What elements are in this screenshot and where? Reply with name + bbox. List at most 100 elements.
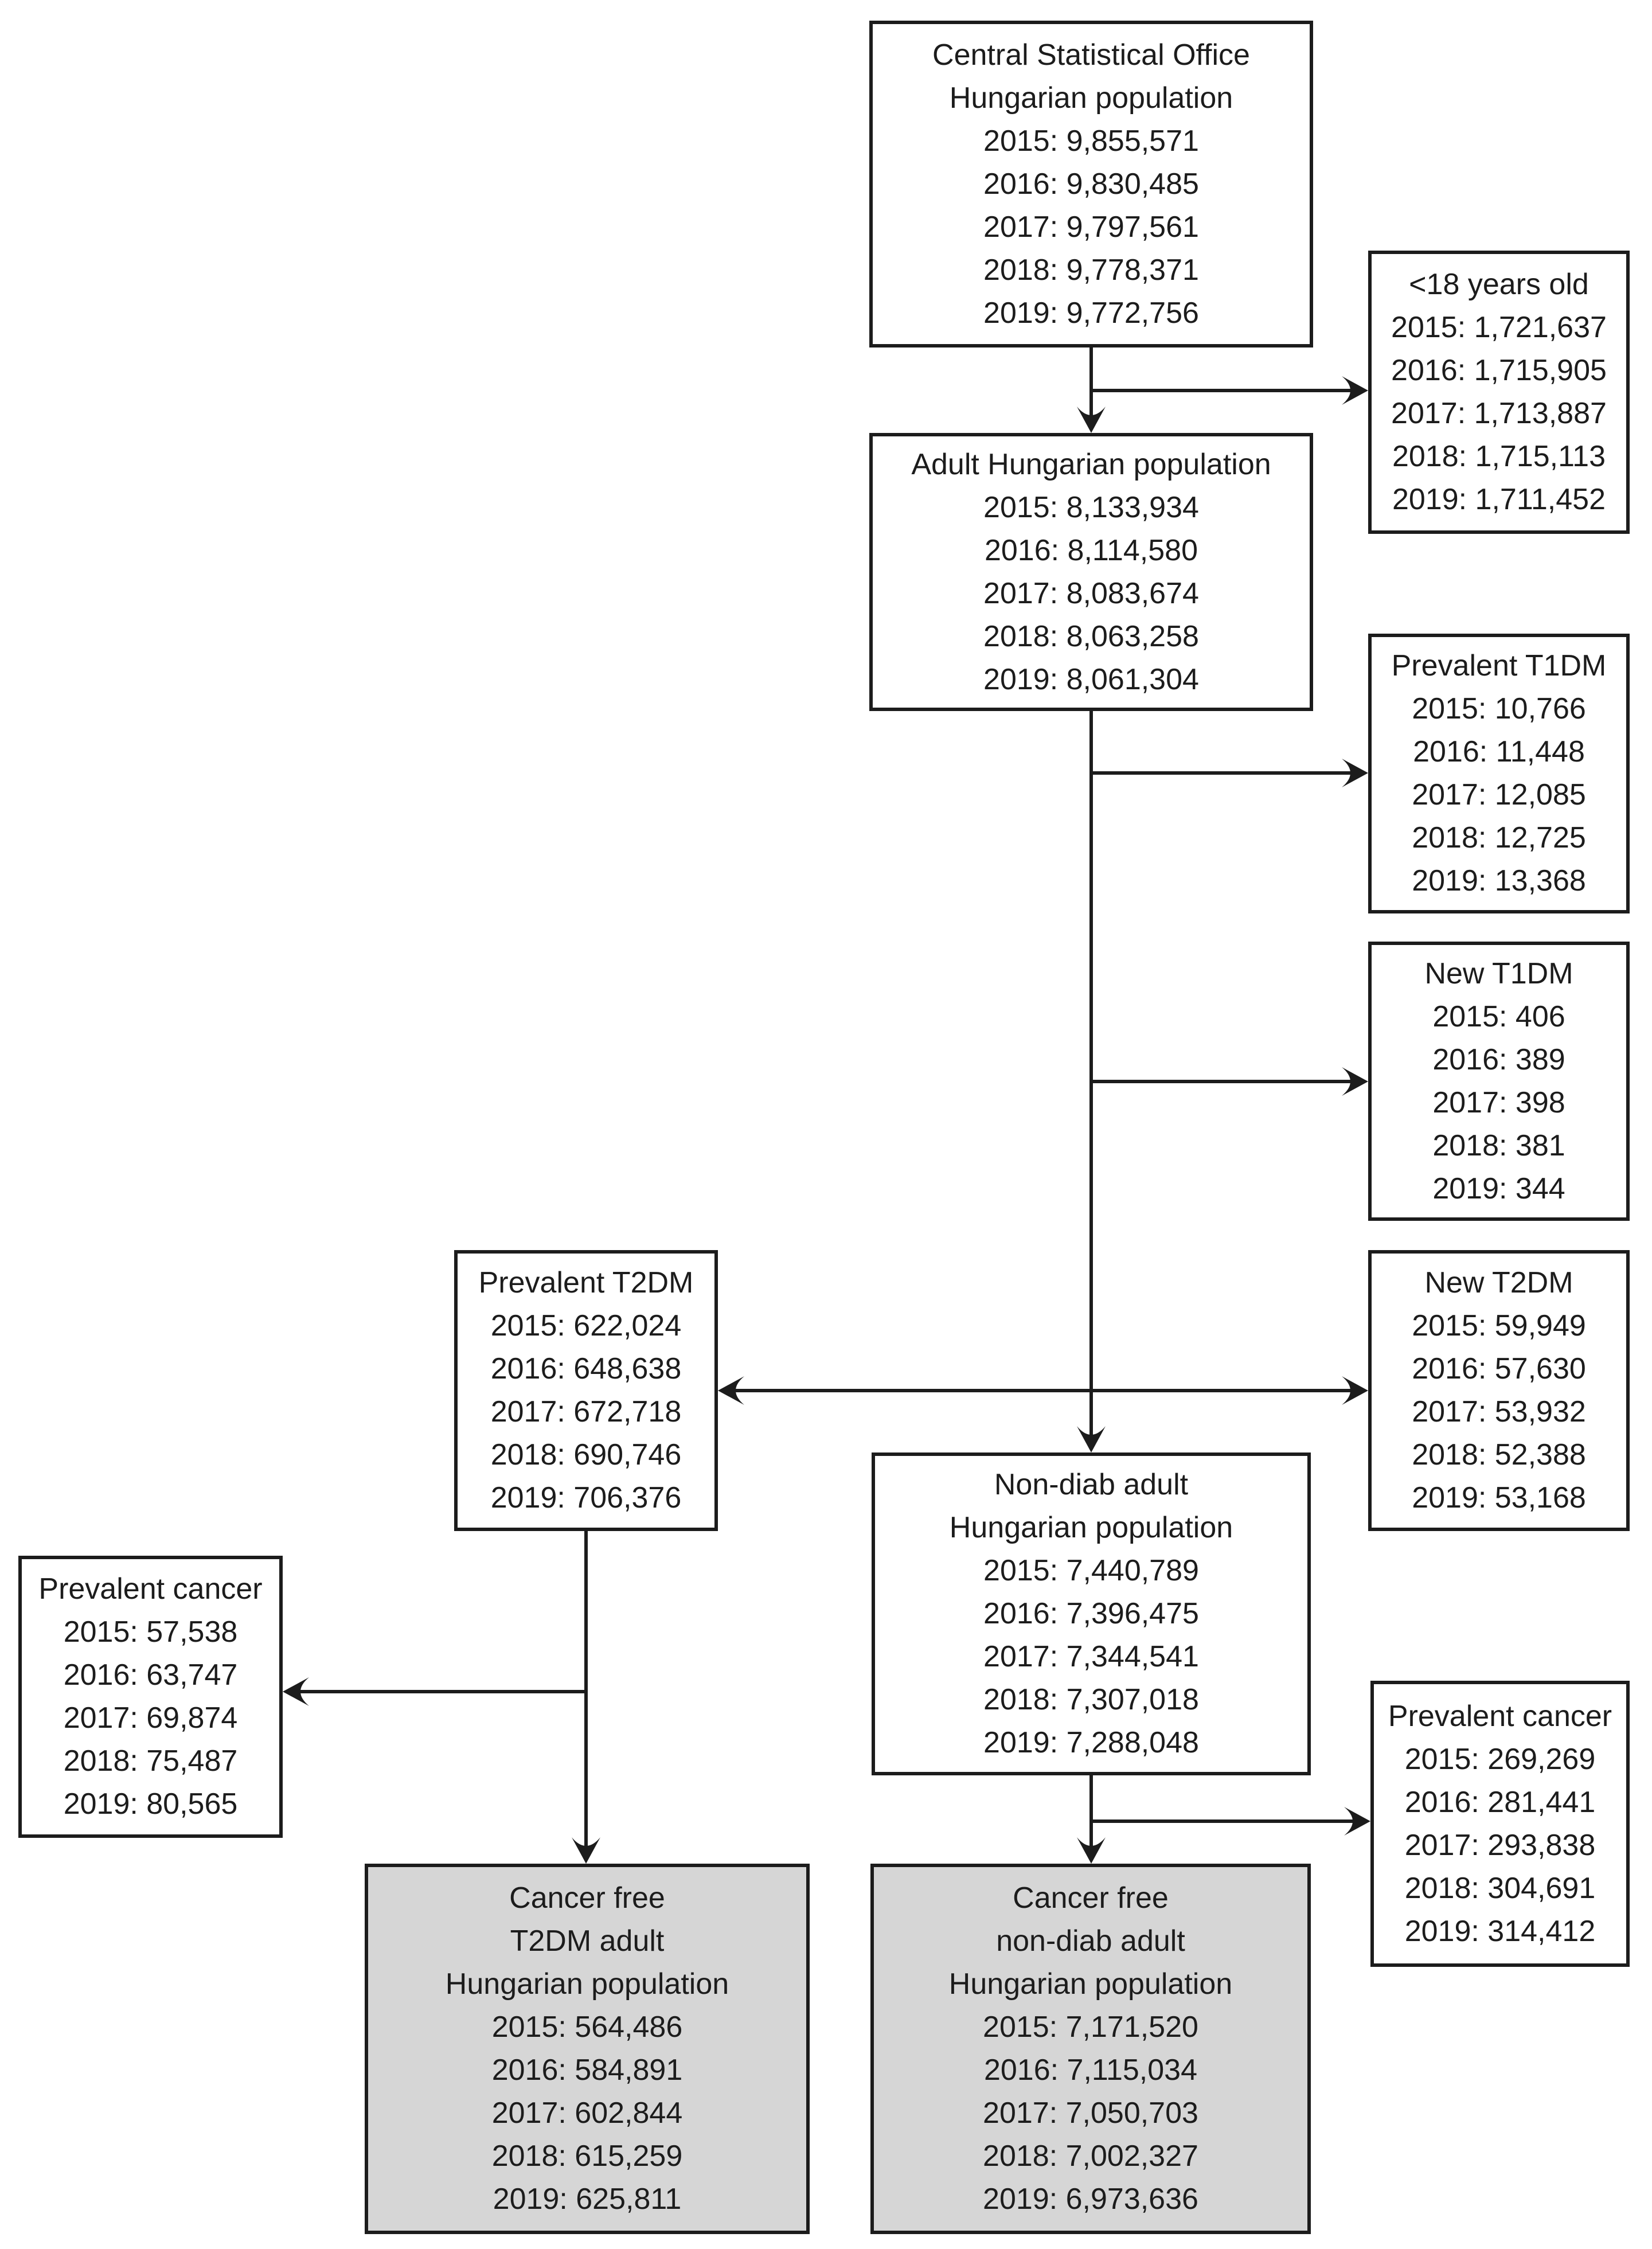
connector-to-prevalent-t1dm bbox=[1091, 771, 1352, 775]
value-line: 2017: 602,844 bbox=[491, 2096, 683, 2130]
value-line: 2017: 293,838 bbox=[1404, 1828, 1596, 1862]
connector-cso-to-adult bbox=[1089, 347, 1093, 416]
value-line: 2016: 648,638 bbox=[490, 1352, 682, 1385]
connector-adult-to-nondiab bbox=[1089, 711, 1093, 1436]
value-line: 2015: 1,721,637 bbox=[1391, 311, 1607, 344]
connector-prevt2dm-to-cancerfree-t2dm bbox=[584, 1531, 588, 1847]
value-line: 2016: 9,830,485 bbox=[983, 167, 1199, 201]
value-line: 2017: 7,344,541 bbox=[983, 1640, 1199, 1673]
value-line: 2015: 7,440,789 bbox=[983, 1554, 1199, 1587]
value-line: 2016: 8,114,580 bbox=[984, 533, 1198, 567]
title-line: Non-diab adult bbox=[994, 1468, 1189, 1501]
value-line: 2018: 9,778,371 bbox=[983, 253, 1199, 287]
arrowhead-right-under18-icon bbox=[1342, 376, 1368, 405]
arrowhead-right-prevalent-t1dm-icon bbox=[1342, 759, 1368, 787]
title-line: Cancer free bbox=[509, 1881, 665, 1915]
value-line: 2016: 7,396,475 bbox=[983, 1597, 1199, 1630]
value-line: 2019: 53,168 bbox=[1412, 1481, 1586, 1514]
value-line: 2018: 304,691 bbox=[1404, 1871, 1596, 1905]
box-prevalent-cancer-t2dm: Prevalent cancer 2015: 57,538 2016: 63,7… bbox=[18, 1556, 283, 1838]
value-line: 2015: 7,171,520 bbox=[983, 2010, 1198, 2044]
title-line: Hungarian population bbox=[445, 1967, 729, 2001]
connector-to-prevalent-cancer-t2dm bbox=[299, 1690, 588, 1693]
value-line: 2016: 57,630 bbox=[1412, 1352, 1586, 1385]
value-line: 2019: 13,368 bbox=[1412, 864, 1586, 897]
box-prevalent-t2dm: Prevalent T2DM 2015: 622,024 2016: 648,6… bbox=[454, 1250, 718, 1531]
value-line: 2019: 1,711,452 bbox=[1392, 483, 1606, 516]
title-line: Adult Hungarian population bbox=[911, 447, 1271, 481]
title-line: T2DM adult bbox=[510, 1924, 665, 1958]
value-line: 2016: 63,747 bbox=[63, 1658, 238, 1692]
title-line: New T1DM bbox=[1424, 956, 1573, 990]
title-line: non-diab adult bbox=[996, 1924, 1185, 1958]
arrowhead-right-prevalent-cancer-icon bbox=[1344, 1807, 1370, 1836]
value-line: 2017: 53,932 bbox=[1412, 1395, 1586, 1428]
value-line: 2017: 12,085 bbox=[1412, 778, 1586, 811]
value-line: 2018: 7,307,018 bbox=[983, 1683, 1199, 1716]
value-line: 2017: 1,713,887 bbox=[1391, 397, 1607, 430]
connector-to-new-t1dm bbox=[1091, 1080, 1352, 1083]
value-line: 2019: 344 bbox=[1432, 1172, 1565, 1205]
title-line: Hungarian population bbox=[948, 1967, 1233, 2001]
box-new-t1dm: New T1DM 2015: 406 2016: 389 2017: 398 2… bbox=[1368, 942, 1630, 1221]
value-line: 2019: 7,288,048 bbox=[983, 1726, 1199, 1759]
value-line: 2019: 80,565 bbox=[63, 1787, 238, 1821]
value-line: 2019: 706,376 bbox=[490, 1481, 682, 1514]
value-line: 2015: 269,269 bbox=[1404, 1742, 1596, 1776]
box-prevalent-t1dm: Prevalent T1DM 2015: 10,766 2016: 11,448… bbox=[1368, 634, 1630, 913]
title-line: New T2DM bbox=[1424, 1266, 1573, 1299]
title-line: Prevalent cancer bbox=[1388, 1699, 1612, 1733]
value-line: 2015: 57,538 bbox=[63, 1615, 238, 1649]
arrowhead-down-cancerfree-nondiab-icon bbox=[1077, 1837, 1106, 1864]
arrowhead-down-nondiab-icon bbox=[1077, 1426, 1106, 1453]
value-line: 2016: 389 bbox=[1432, 1042, 1565, 1076]
value-line: 2016: 7,115,034 bbox=[983, 2053, 1198, 2087]
value-line: 2019: 9,772,756 bbox=[983, 296, 1199, 330]
value-line: 2018: 1,715,113 bbox=[1392, 440, 1606, 473]
title-line: Prevalent cancer bbox=[38, 1572, 263, 1606]
title-line: Prevalent T2DM bbox=[478, 1266, 694, 1299]
connector-cso-to-under18 bbox=[1091, 389, 1352, 392]
value-line: 2018: 381 bbox=[1432, 1129, 1565, 1162]
value-line: 2016: 1,715,905 bbox=[1391, 354, 1607, 387]
title-line: Central Statistical Office bbox=[932, 38, 1250, 72]
value-line: 2016: 281,441 bbox=[1404, 1785, 1596, 1819]
value-line: 2017: 672,718 bbox=[490, 1395, 682, 1428]
arrowhead-down-adult-icon bbox=[1077, 407, 1106, 433]
value-line: 2015: 564,486 bbox=[491, 2010, 683, 2044]
box-under-18-years-old: <18 years old 2015: 1,721,637 2016: 1,71… bbox=[1368, 251, 1630, 534]
connector-nondiab-to-cancerfree-nondiab bbox=[1089, 1775, 1093, 1847]
value-line: 2015: 9,855,571 bbox=[983, 124, 1199, 158]
value-line: 2018: 52,388 bbox=[1412, 1438, 1586, 1471]
value-line: 2015: 406 bbox=[1432, 999, 1565, 1033]
box-central-statistical-office: Central Statistical Office Hungarian pop… bbox=[869, 21, 1313, 347]
value-line: 2019: 314,412 bbox=[1404, 1914, 1596, 1948]
arrowhead-right-new-t2dm-icon bbox=[1342, 1376, 1368, 1405]
value-line: 2017: 8,083,674 bbox=[983, 576, 1199, 610]
title-line: Cancer free bbox=[1013, 1881, 1169, 1915]
value-line: 2015: 8,133,934 bbox=[983, 490, 1199, 524]
value-line: 2017: 69,874 bbox=[63, 1701, 238, 1735]
connector-to-t2dm-boxes bbox=[735, 1389, 1352, 1392]
arrowhead-right-new-t1dm-icon bbox=[1342, 1067, 1368, 1096]
box-adult-hungarian-population: Adult Hungarian population 2015: 8,133,9… bbox=[869, 433, 1313, 711]
value-line: 2016: 11,448 bbox=[1413, 735, 1585, 768]
value-line: 2016: 584,891 bbox=[491, 2053, 683, 2087]
arrowhead-left-prevalent-cancer-icon bbox=[283, 1677, 309, 1706]
value-line: 2018: 690,746 bbox=[490, 1438, 682, 1471]
title-line: Hungarian population bbox=[949, 81, 1233, 115]
value-line: 2018: 615,259 bbox=[491, 2139, 683, 2173]
box-cancer-free-t2dm-adult-hungarian-population: Cancer free T2DM adult Hungarian populat… bbox=[365, 1864, 810, 2234]
value-line: 2018: 75,487 bbox=[63, 1744, 238, 1778]
value-line: 2018: 12,725 bbox=[1412, 821, 1586, 854]
title-line: Hungarian population bbox=[949, 1511, 1233, 1544]
value-line: 2015: 622,024 bbox=[490, 1309, 682, 1342]
box-prevalent-cancer-non-diab: Prevalent cancer 2015: 269,269 2016: 281… bbox=[1370, 1681, 1630, 1967]
connector-to-prevalent-cancer-nondiab bbox=[1091, 1819, 1354, 1823]
value-line: 2018: 8,063,258 bbox=[983, 619, 1199, 653]
arrowhead-left-prevalent-t2dm-icon bbox=[718, 1376, 744, 1405]
value-line: 2017: 9,797,561 bbox=[983, 210, 1199, 244]
box-cancer-free-non-diab-adult-hungarian-population: Cancer free non-diab adult Hungarian pop… bbox=[870, 1864, 1311, 2234]
arrowhead-down-cancerfree-t2dm-icon bbox=[572, 1837, 600, 1864]
